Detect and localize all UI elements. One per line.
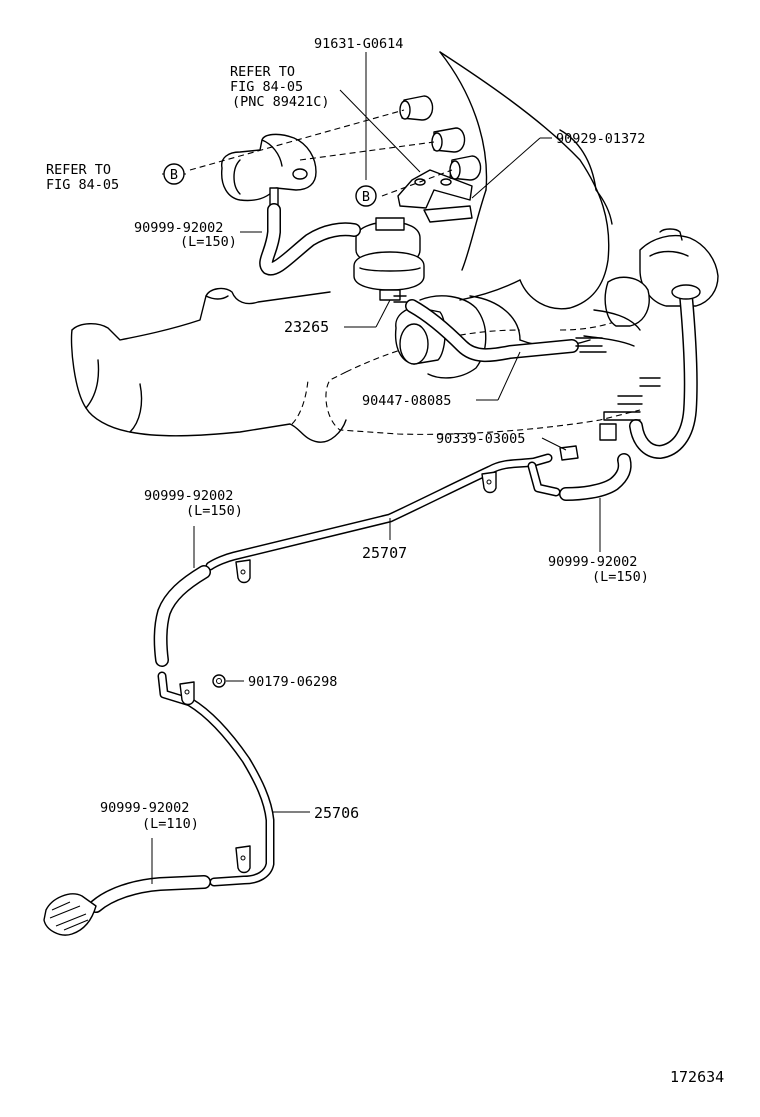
label-hose-4-length: (L=110)	[142, 816, 199, 832]
label-90339: 90339-03005	[436, 431, 525, 447]
label-hose-2-length: (L=150)	[592, 569, 649, 585]
label-25706: 25706	[314, 804, 359, 822]
label-90929: 90929-01372	[556, 131, 645, 147]
spacers	[189, 95, 482, 197]
label-refer-a-2: FIG 84-05	[230, 79, 303, 95]
figure-number: 172634	[670, 1068, 724, 1086]
label-90179: 90179-06298	[248, 674, 337, 690]
ref-marker-b-left-text: B	[170, 167, 178, 183]
vacuum-hoses	[43, 203, 632, 936]
label-91631: 91631-G0614	[314, 36, 403, 52]
label-hose-2: 90999-92002	[548, 554, 637, 570]
label-refer-b-2: FIG 84-05	[46, 177, 119, 193]
bracket	[397, 169, 473, 223]
label-refer-a-3: (PNC 89421C)	[232, 94, 330, 110]
label-refer-a-1: REFER TO	[230, 64, 295, 80]
label-hose-1: 90999-92002	[134, 220, 223, 236]
label-23265: 23265	[284, 318, 329, 336]
ref-marker-b-center-text: B	[362, 189, 370, 205]
label-hose-3: 90999-92002	[144, 488, 233, 504]
vsv-valve	[353, 217, 425, 303]
label-90447: 90447-08085	[362, 393, 451, 409]
ref-marker-b-center: B	[355, 185, 377, 207]
ref-marker-b-left: B	[163, 163, 185, 185]
label-hose-4: 90999-92002	[100, 800, 189, 816]
part-labels: 91631-G0614 REFER TO FIG 84-05 (PNC 8942…	[46, 36, 724, 1086]
label-hose-1-length: (L=150)	[180, 234, 237, 250]
label-25707: 25707	[362, 544, 407, 562]
map-sensor	[221, 133, 317, 207]
label-refer-b-1: REFER TO	[46, 162, 111, 178]
label-hose-3-length: (L=150)	[186, 503, 243, 519]
